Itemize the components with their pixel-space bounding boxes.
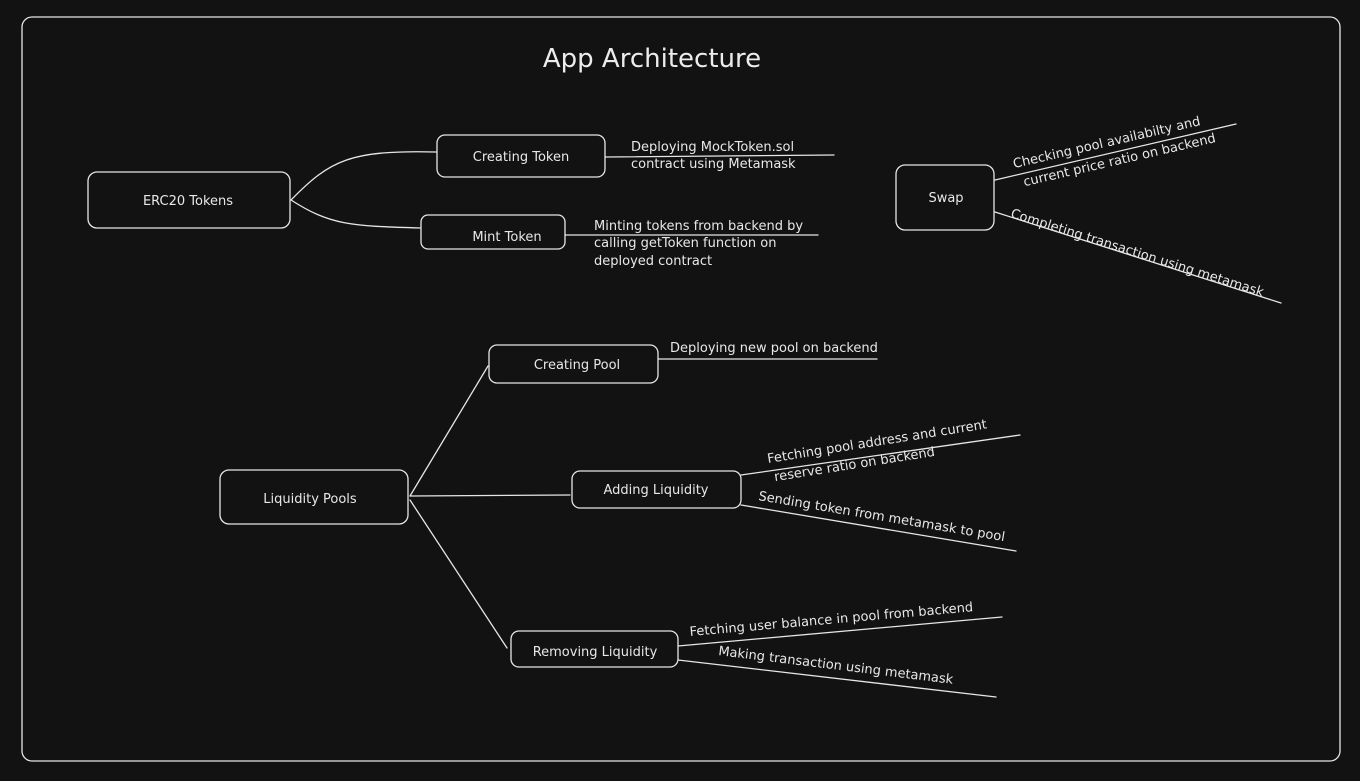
erc20-branch: ERC20 Tokens Creating Token Deploying Mo… [87, 134, 835, 269]
adding-liquidity-node[interactable] [571, 470, 742, 509]
diagram-frame [21, 16, 1341, 762]
creating-pool-label: Creating Pool [534, 358, 620, 373]
removing-note-1-line [677, 616, 1003, 647]
swap-note-2: Completing transaction using metamask [1009, 207, 1266, 301]
swap-note-2-line [994, 211, 1282, 304]
removing-liquidity-node[interactable] [510, 630, 679, 668]
creating-token-label: Creating Token [473, 150, 569, 165]
creating-token-note-line [604, 154, 835, 158]
mint-token-note-line2: calling getToken function on [594, 236, 776, 251]
adding-note-1-line [740, 434, 1021, 476]
removing-note-1: Fetching user balance in pool from backe… [689, 600, 974, 640]
swap-note-1-line [994, 123, 1237, 181]
liquidity-to-removing-liquidity-connector [409, 499, 508, 649]
swap-node[interactable] [895, 164, 995, 231]
erc20-tokens-node[interactable] [87, 171, 291, 229]
creating-pool-note: Deploying new pool on backend [670, 341, 878, 356]
creating-token-node[interactable] [436, 134, 606, 178]
mint-token-note: Minting tokens from backend by [594, 219, 803, 234]
removing-liquidity-label: Removing Liquidity [533, 645, 658, 660]
liquidity-branch: Liquidity Pools Creating Pool Deploying … [219, 341, 1021, 698]
mint-token-note-line3: deployed contract [594, 254, 712, 269]
swap-label: Swap [928, 191, 963, 206]
swap-branch: Swap Checking pool availabilty and curre… [895, 114, 1282, 304]
liquidity-pools-label: Liquidity Pools [263, 492, 357, 507]
erc20-to-creating-token-connector [290, 151, 437, 201]
erc20-to-mint-token-connector [290, 199, 421, 229]
liquidity-to-creating-pool-connector [409, 365, 489, 497]
adding-note-2: Sending token from metamask to pool [757, 489, 1006, 545]
removing-note-2: Making transaction using metamask [718, 644, 955, 688]
adding-note-2-line [740, 504, 1017, 552]
liquidity-pools-node[interactable] [219, 469, 409, 525]
creating-token-note: Deploying MockToken.sol [631, 140, 794, 155]
mint-token-label: Mint Token [472, 230, 541, 245]
removing-note-2-line [677, 659, 997, 698]
mint-token-node[interactable] [420, 214, 566, 250]
erc20-tokens-label: ERC20 Tokens [143, 194, 233, 209]
adding-liquidity-label: Adding Liquidity [603, 483, 708, 498]
diagram-title: App Architecture [543, 44, 761, 74]
creating-pool-node[interactable] [488, 344, 659, 384]
liquidity-to-adding-liquidity-connector [409, 494, 571, 497]
creating-token-note-line2: contract using Metamask [631, 157, 796, 172]
